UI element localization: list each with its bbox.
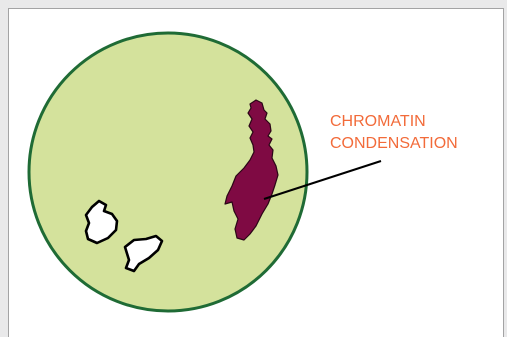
label-line-2: CONDENSATION [330,133,458,155]
chromatin-condensation-label: CHROMATIN CONDENSATION [330,111,458,155]
label-line-1: CHROMATIN [330,111,458,133]
